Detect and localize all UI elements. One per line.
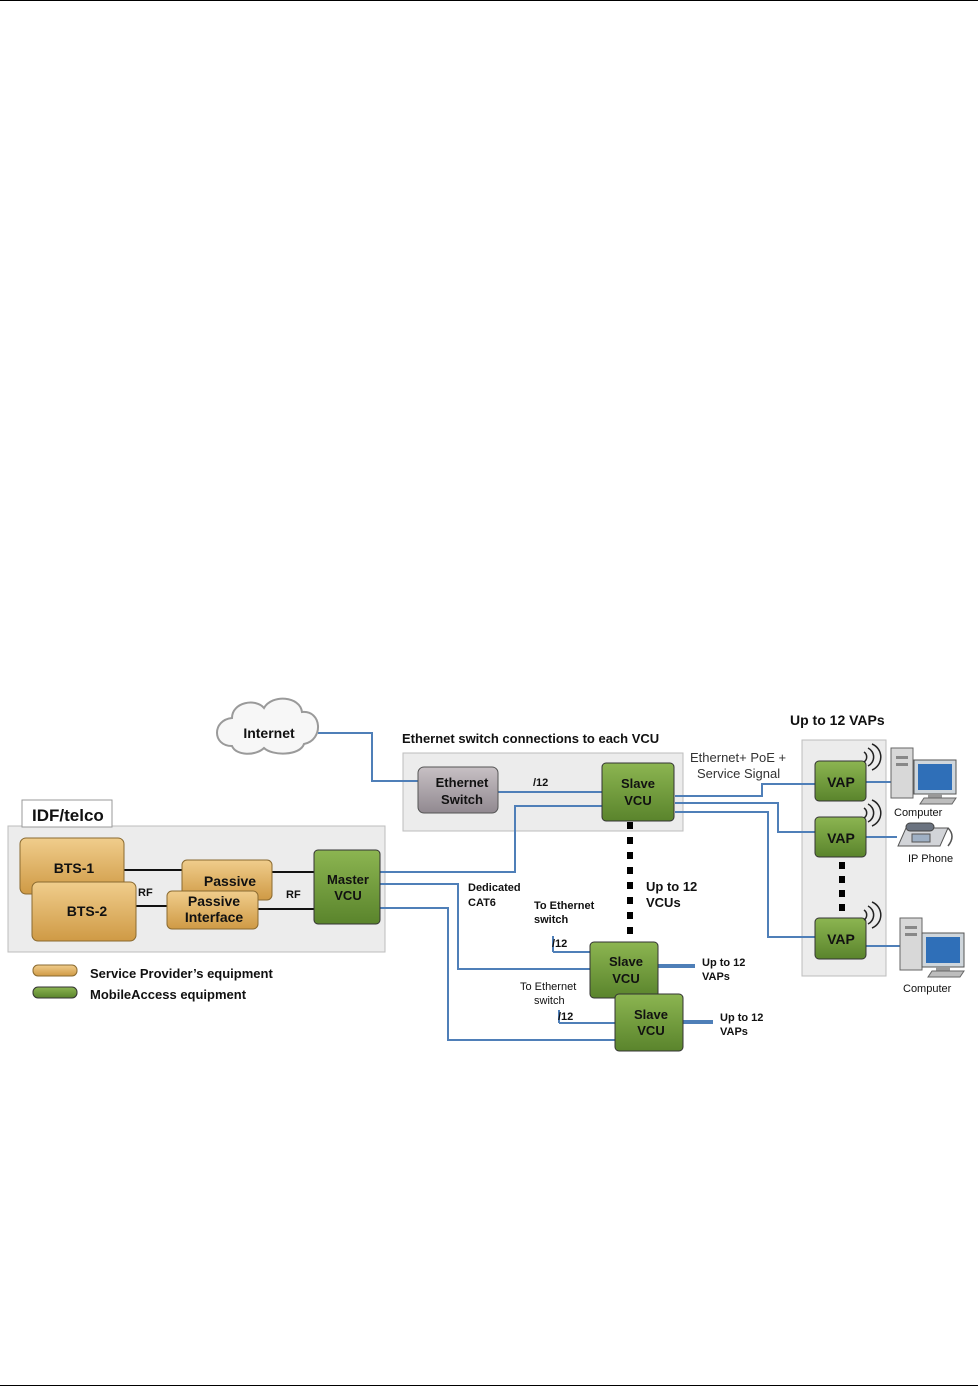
vap-label: VAP [827, 931, 855, 947]
vap-1: VAP [814, 760, 867, 802]
idf-telco-label-box [21, 799, 113, 828]
eth-poe-label: Service Signal [697, 766, 780, 781]
slave-vcu-middle [589, 941, 659, 999]
legend-service-provider: Service Provider’s equipment [90, 966, 273, 981]
bts-2 [31, 881, 137, 942]
legend-mobileaccess: MobileAccess equipment [90, 987, 247, 1002]
up-to-12-vcus-label: VCUs [646, 895, 681, 910]
to-ethernet-label: To Ethernet [520, 981, 576, 993]
internet-cloud: Internet [216, 697, 319, 755]
slave-vcu-label: VCU [612, 971, 639, 986]
slave-vcu-label: Slave [621, 776, 655, 791]
passive-interface-label: Interface [185, 909, 244, 925]
ethernet-switch-label: Switch [441, 792, 483, 807]
bts-1-label: BTS-1 [54, 860, 95, 876]
internet-label: Internet [243, 725, 295, 741]
wifi-signal-icon [863, 743, 882, 771]
ip-phone-label: IP Phone [908, 853, 953, 865]
top-rule [0, 0, 978, 1]
dedicated-cat6-label: CAT6 [468, 897, 496, 909]
slash12-label: /12 [533, 777, 548, 789]
wifi-signal-icon [863, 901, 882, 929]
computer-icon [899, 917, 965, 978]
ip-phone-icon [897, 822, 953, 847]
slave-vcu-label: VCU [637, 1023, 664, 1038]
rf-label: RF [138, 887, 153, 899]
slash12-label: /12 [552, 938, 567, 950]
ethernet-switch [417, 766, 499, 814]
up-to-12-vaps-label: VAPs [702, 971, 730, 983]
legend-swatch-service-provider [32, 964, 78, 977]
vap-label: VAP [827, 830, 855, 846]
to-ethernet-label: To Ethernet [534, 900, 595, 912]
master-vcu [313, 849, 381, 925]
legend-swatch-mobileaccess [32, 986, 78, 999]
up-to-12-vaps-label: VAPs [720, 1026, 748, 1038]
to-ethernet-label: switch [534, 914, 569, 926]
rf-cables [124, 869, 314, 910]
computer-icon [890, 747, 957, 805]
slave-vcu-bottom [614, 993, 684, 1052]
slave-vcu-label: Slave [609, 954, 643, 969]
vap-feeds [658, 964, 713, 1024]
up-to-12-vcus-label: Up to 12 [646, 879, 697, 894]
bts-2-label: BTS-2 [67, 903, 108, 919]
switch-connections-title: Ethernet switch connections to each VCU [402, 731, 659, 746]
idf-telco-label: IDF/telco [32, 806, 104, 825]
up-to-12-vaps-label: Up to 12 [720, 1012, 763, 1024]
ethernet-switch-label: Ethernet [436, 775, 489, 790]
up-to-12-vaps-label: Up to 12 [702, 957, 745, 969]
slave-vcu-label: Slave [634, 1007, 668, 1022]
computer-label: Computer [894, 807, 943, 819]
slave-vcu-top [601, 762, 675, 822]
to-ethernet-label: switch [534, 995, 565, 1007]
ethernet-cables [318, 732, 900, 1041]
vap-3: VAP [814, 917, 867, 960]
slash12-label: /12 [558, 1011, 573, 1023]
vap-label: VAP [827, 774, 855, 790]
vap-2: VAP [814, 816, 867, 858]
wifi-signal-icon [863, 799, 882, 827]
passive-label: Passive [204, 873, 256, 889]
rf-label: RF [286, 889, 301, 901]
passive-interface-label: Passive [188, 893, 240, 909]
eth-poe-label: Ethernet+ PoE + [690, 750, 786, 765]
dedicated-cat6-label: Dedicated [468, 882, 521, 894]
master-vcu-label: Master [327, 872, 369, 887]
slave-vcu-label: VCU [624, 793, 651, 808]
master-vcu-label: VCU [334, 888, 361, 903]
passive-interface-box [166, 890, 259, 930]
computer-label: Computer [903, 983, 952, 995]
up-to-12-vaps-title: Up to 12 VAPs [790, 712, 885, 728]
